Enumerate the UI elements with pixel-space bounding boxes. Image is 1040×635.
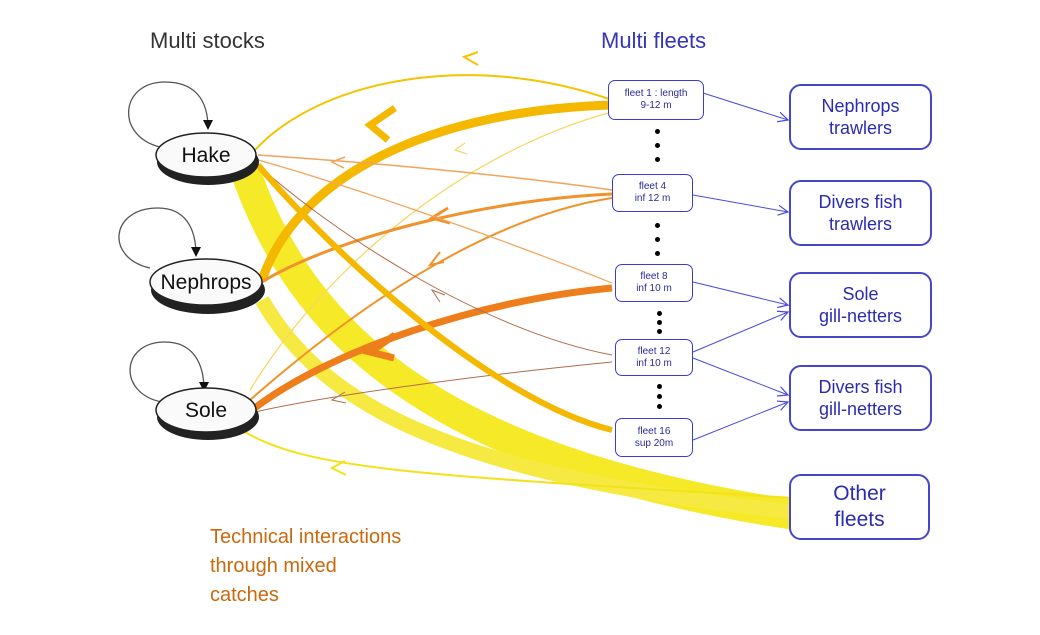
link-fleet1-nephrops-trawlers [702, 92, 788, 120]
flow-fleet12-to-sole [254, 361, 613, 413]
stock-label-sole: Sole [185, 399, 227, 422]
arrow-head-fleet4-hake [330, 156, 346, 169]
fleet-box-fleet12: fleet 12 inf 10 m [615, 339, 693, 376]
technical-interactions-line1: Technical interactions [210, 526, 402, 548]
ellipsis-dot [657, 394, 662, 399]
divers-fish-gill-netters-line1: Divers fish [818, 377, 903, 397]
flow-fleet4-to-sole [249, 197, 613, 401]
ellipsis-dot [655, 143, 660, 148]
ellipsis-dot [657, 320, 662, 325]
flow-fleet8-to-hake [257, 159, 613, 284]
arrow-head-fleet1-sole [453, 142, 468, 155]
link-fleet12-divers-gillnetters [692, 357, 788, 395]
sole-self-loop [129, 341, 209, 403]
arrow-head-fleet4-sole [427, 251, 445, 267]
fleet-box-fleet8: fleet 8 inf 10 m [615, 264, 693, 302]
stock-label-hake: Hake [181, 144, 230, 167]
nephrops-trawlers-line1: Nephrops [821, 96, 900, 116]
stock-sole: Sole [155, 387, 259, 440]
divers-fish-trawlers-line2: trawlers [828, 214, 892, 234]
fleet-type-nephrops-trawlers: Nephrops trawlers [789, 84, 932, 150]
arrow-head-fleet1-hake [461, 51, 479, 66]
other-fleets-line1: Other [833, 482, 886, 505]
flow-fleet4-to-nephrops [261, 192, 613, 284]
ellipsis-dot [657, 404, 662, 409]
other-fleets-line2: fleets [834, 508, 885, 531]
fleet-type-divers-fish-gill-netters: Divers fish gill-netters [789, 365, 932, 431]
fleet8-line1: fleet 8 [640, 271, 668, 282]
link-fleet8-sole-gillnetters [692, 281, 788, 305]
fleet-type-other-fleets: Other fleets [789, 474, 930, 540]
flow-fleet8-to-sole [249, 284, 613, 413]
arrow-head-fleet12-hake [430, 288, 446, 303]
fleet16-line1: fleet 16 [637, 425, 671, 437]
arrow-head-fleet12-sole [330, 391, 347, 404]
fleet-box-fleet1: fleet 1 : length 9-12 m [608, 80, 704, 120]
divers-fish-trawlers-line1: Divers fish [818, 192, 903, 212]
fleet12-line1: fleet 12 [637, 345, 671, 357]
fleet8-line2: inf 10 m [636, 283, 672, 294]
flow-fleet12-to-hake [257, 164, 613, 356]
ellipsis-dot [655, 251, 660, 256]
stock-label-nephrops: Nephrops [160, 271, 251, 294]
ellipsis-dot [655, 157, 660, 162]
flow-fleet4-to-hake [257, 154, 613, 191]
ellipsis-dot [657, 384, 662, 389]
fleet-type-sole-gill-netters: Sole gill-netters [789, 272, 932, 338]
stock-hake: Hake [155, 132, 259, 185]
flow-fleet1-to-sole [249, 111, 613, 391]
fleet4-line1: fleet 4 [638, 181, 667, 192]
ellipsis-dot [657, 311, 662, 316]
flow-fleet16-to-hake [255, 163, 613, 433]
fleet-type-divers-fish-trawlers: Divers fish trawlers [789, 180, 932, 246]
flow-other-to-sole [244, 431, 796, 499]
flow-fleet1-to-nephrops [257, 100, 613, 282]
ellipsis-dot [655, 129, 660, 134]
arrow-head-fleet8-sole [361, 332, 397, 362]
multi-stocks-header: Multi stocks [150, 28, 265, 53]
technical-interactions-line2: through mixed [210, 555, 337, 577]
arrow-head-fleet4-nephrops [428, 206, 451, 225]
ellipsis-dot [657, 329, 662, 334]
fleet1-line2: 9-12 m [640, 100, 672, 111]
flow-other-to-nephrops [255, 296, 796, 520]
sole-gill-netters-line2: gill-netters [818, 306, 903, 326]
nephrops-trawlers-line2: trawlers [828, 118, 892, 138]
link-fleet16-divers-gillnetters [692, 402, 788, 441]
fleet16-line2: sup 20m [634, 437, 674, 449]
link-fleet12-sole-gillnetters [692, 312, 788, 353]
fleet-box-fleet4: fleet 4 inf 12 m [612, 174, 693, 212]
arrow-head-fleet1-nephrops [364, 105, 397, 143]
fleet-box-fleet16: fleet 16 sup 20m [615, 418, 693, 457]
nephrops-self-loop [118, 207, 201, 269]
link-fleet4-divers-trawlers [692, 194, 788, 212]
fleet1-line1: fleet 1 : length [624, 88, 688, 99]
divers-fish-gill-netters-line2: gill-netters [818, 399, 903, 419]
flow-fleet1-to-hake [254, 74, 613, 151]
stock-nephrops: Nephrops [149, 258, 265, 314]
arrow-head-other-sole [329, 460, 347, 476]
ellipsis-dot [655, 237, 660, 242]
sole-gill-netters-line1: Sole [842, 284, 879, 304]
hake-self-loop [128, 81, 213, 149]
technical-interactions-line3: catches [210, 584, 279, 606]
ellipsis-dot [655, 223, 660, 228]
technical-interactions-note: Technical interactions through mixed cat… [210, 523, 401, 610]
fleet12-line2: inf 10 m [636, 357, 672, 369]
fleet4-line2: inf 12 m [634, 193, 671, 204]
multi-fleets-header: Multi fleets [601, 28, 707, 53]
